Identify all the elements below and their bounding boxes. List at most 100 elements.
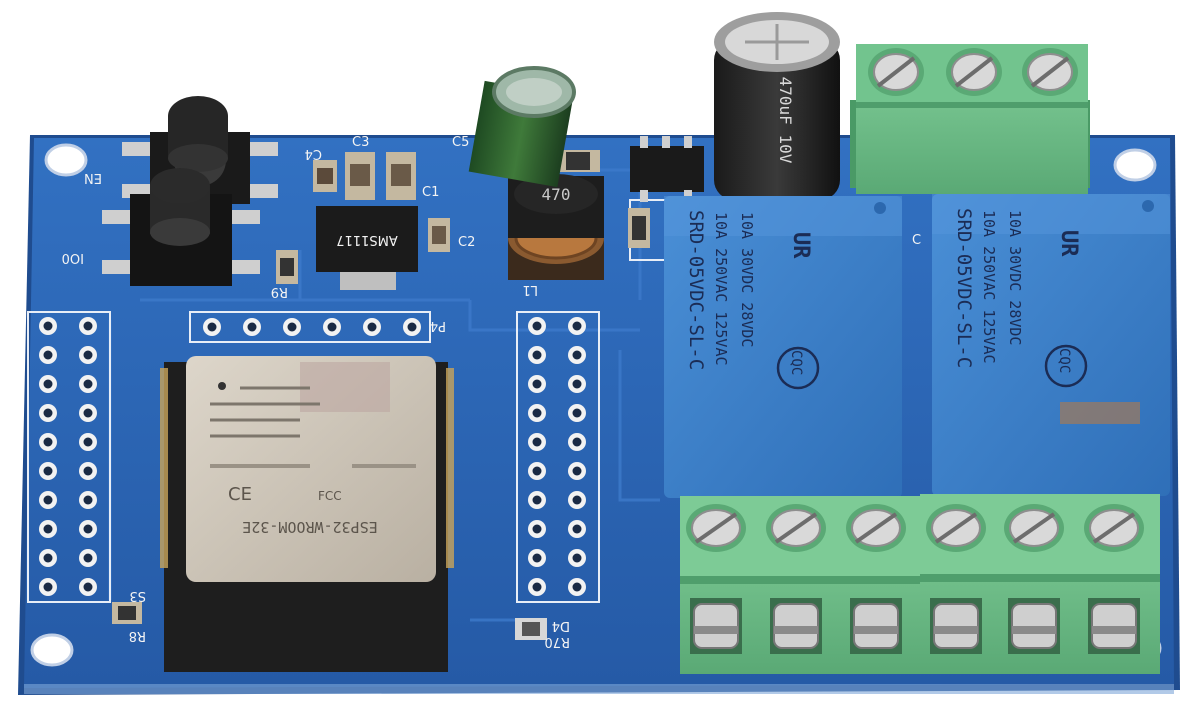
relay-2: SRD-05VDC-SL-C 10A 250VAC 125VAC 10A 30V…: [932, 194, 1170, 496]
silkscreen-outlines: [27, 199, 667, 603]
label-c3: C3: [352, 135, 369, 150]
capacitor-marking: 470uF 10V: [776, 77, 795, 164]
relay-1: SRD-05VDC-SL-C 10A 250VAC 125VAC 10A 30V…: [664, 196, 902, 498]
relay-1-rating-ac: 10A 250VAC 125VAC: [712, 212, 730, 366]
pin-hole: [568, 491, 586, 509]
pin-hole: [363, 318, 381, 336]
esp32-module[interactable]: CE FCC ESP32-WROOM-32E: [160, 356, 454, 672]
pin-hole: [79, 433, 97, 451]
terminal-screws: [686, 504, 1144, 654]
pin-hole: [203, 318, 221, 336]
pin-hole: [79, 404, 97, 422]
top-terminal-block: [850, 44, 1090, 194]
pin-hole: [528, 317, 546, 335]
terminal-screw: [868, 48, 924, 96]
terminal-screw: [926, 504, 986, 552]
terminal-screw: [946, 48, 1002, 96]
pin-hole: [79, 520, 97, 538]
label-s3: S3: [129, 588, 146, 603]
fcc-mark: FCC: [318, 489, 342, 503]
relay-2-rating-ac: 10A 250VAC 125VAC: [980, 210, 998, 364]
pin-hole: [323, 318, 341, 336]
pin-hole: [79, 317, 97, 335]
relay-1-cert-ur: UR: [788, 232, 813, 259]
mounting-hole: [44, 143, 88, 177]
relay-2-rating-dc: 10A 30VDC 28VDC: [1006, 210, 1024, 345]
terminal-screw: [1004, 504, 1064, 552]
pin-hole: [403, 318, 421, 336]
pin-hole: [79, 375, 97, 393]
io0-button[interactable]: [102, 168, 260, 286]
inductor: 470: [508, 174, 604, 280]
pin-hole: [528, 433, 546, 451]
pin-hole: [79, 491, 97, 509]
module-name: ESP32-WROOM-32E: [242, 518, 377, 536]
pin-hole: [79, 578, 97, 596]
relay-1-rating-dc: 10A 30VDC 28VDC: [738, 212, 756, 347]
label-d4: D4: [552, 618, 570, 633]
pin-hole: [568, 317, 586, 335]
terminal-clamp: [850, 598, 902, 654]
pin-hole: [39, 375, 57, 393]
label-c5: C5: [452, 135, 469, 150]
label-io0: IO0: [62, 250, 84, 265]
relay-2-model: SRD-05VDC-SL-C: [953, 208, 975, 368]
label-c2: C2: [458, 235, 475, 250]
left-pin-header: [39, 317, 97, 596]
pin-hole: [568, 520, 586, 538]
terminal-screw: [686, 504, 746, 552]
pin-hole: [528, 578, 546, 596]
inductor-marking: 470: [542, 185, 571, 204]
voltage-regulator: AMS1117: [316, 206, 418, 290]
pin-hole: [79, 549, 97, 567]
pin-hole: [79, 346, 97, 364]
terminal-clamp: [770, 598, 822, 654]
label-p4: P4: [430, 318, 446, 333]
relay-1-model: SRD-05VDC-SL-C: [685, 210, 707, 370]
pin-hole: [39, 346, 57, 364]
pin-hole: [568, 549, 586, 567]
relay-2-cert-ur: UR: [1056, 230, 1081, 257]
pin-hole: [528, 375, 546, 393]
mounting-hole: [30, 633, 74, 667]
pin-hole: [39, 549, 57, 567]
pin-hole: [528, 462, 546, 480]
label-l1: L1: [522, 282, 538, 297]
relay-2-cert-cqc: CQC: [1056, 348, 1072, 373]
p4-pin-header: [203, 318, 421, 336]
terminal-screw: [1022, 48, 1078, 96]
small-capacitor: [468, 66, 576, 188]
silkscreen-labels: EN IO0 C3 C4 C1 C2 C5 L1 R9 P4 S3 R8 D4 …: [62, 135, 921, 649]
pin-hole: [528, 491, 546, 509]
label-c1: C1: [422, 185, 439, 200]
pin-hole: [568, 462, 586, 480]
label-r70: R70: [544, 634, 570, 649]
large-capacitor: 470uF 10V: [714, 12, 840, 200]
pin-hole: [243, 318, 261, 336]
terminal-screw: [766, 504, 826, 552]
pin-hole: [568, 404, 586, 422]
regulator-marking: AMS1117: [336, 232, 397, 247]
terminal-clamp: [930, 598, 982, 654]
terminal-screw: [846, 504, 906, 552]
pin-hole: [528, 404, 546, 422]
terminal-screw: [1084, 504, 1144, 552]
relay-1-cert-cqc: CQC: [788, 350, 804, 375]
pin-hole: [39, 317, 57, 335]
pin-hole: [568, 346, 586, 364]
terminal-clamp: [1088, 598, 1140, 654]
pin-hole: [79, 462, 97, 480]
pin-hole: [39, 520, 57, 538]
pin-hole: [528, 549, 546, 567]
pin-hole: [39, 578, 57, 596]
label-en: EN: [84, 170, 102, 185]
mounting-hole: [1113, 148, 1157, 182]
pin-hole: [39, 462, 57, 480]
pin-hole: [568, 578, 586, 596]
pin-hole: [568, 375, 586, 393]
pin-hole: [528, 520, 546, 538]
label-c4: C4: [305, 146, 322, 161]
terminal-clamp: [690, 598, 742, 654]
label-c: C: [912, 233, 921, 248]
pin-hole: [39, 433, 57, 451]
